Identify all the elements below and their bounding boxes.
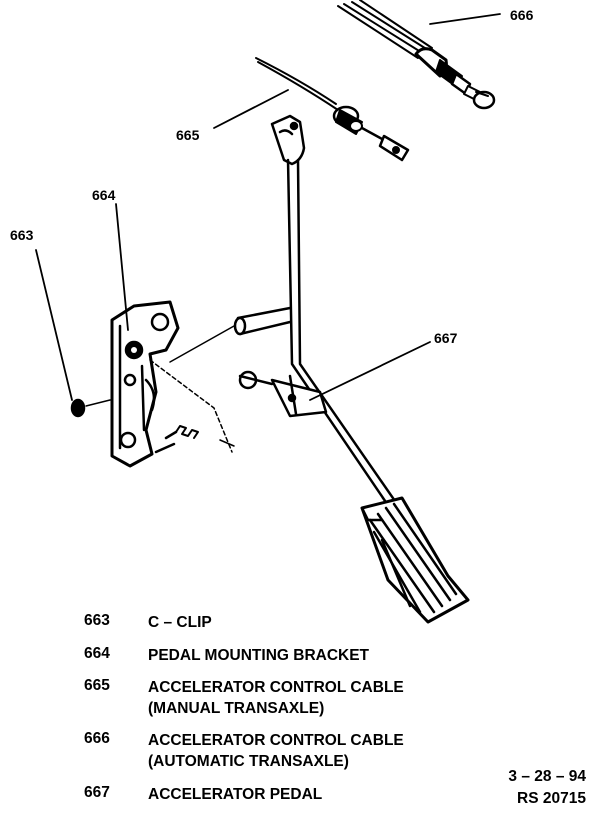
legend-description: ACCELERATOR CONTROL CABLE (AUTOMATIC TRA… (148, 732, 404, 770)
legend-item: 667 ACCELERATOR PEDAL (84, 784, 322, 805)
legend-item: 666 ACCELERATOR CONTROL CABLE (AUTOMATIC… (84, 730, 404, 772)
pedal-mounting-bracket-664 (110, 300, 235, 468)
cable-665-manual (255, 57, 410, 162)
legend-description: C – CLIP (148, 614, 212, 631)
legend-description: PEDAL MOUNTING BRACKET (148, 647, 370, 664)
c-clip-663 (70, 398, 111, 418)
legend-number: 667 (84, 784, 110, 801)
legend-item: 664 PEDAL MOUNTING BRACKET (84, 645, 369, 666)
callout-666: 666 (510, 7, 534, 23)
leader-lines (35, 13, 501, 401)
callout-664: 664 (92, 187, 116, 203)
legend-number: 665 (84, 677, 110, 694)
figure-date: 3 – 28 – 94 (508, 768, 586, 785)
figure-code: RS 20715 (517, 790, 586, 807)
cable-666-automatic (337, 0, 496, 110)
legend-number: 663 (84, 612, 110, 629)
callout-667: 667 (434, 330, 458, 346)
legend-number: 664 (84, 645, 110, 662)
callout-663: 663 (10, 227, 34, 243)
legend-description: ACCELERATOR CONTROL CABLE (MANUAL TRANSA… (148, 679, 404, 717)
legend-item: 665 ACCELERATOR CONTROL CABLE (MANUAL TR… (84, 677, 404, 719)
legend-number: 666 (84, 730, 110, 747)
legend-item: 663 C – CLIP (84, 612, 212, 633)
legend-description: ACCELERATOR PEDAL (148, 786, 323, 803)
accelerator-pedal-667 (233, 114, 470, 624)
callout-665: 665 (176, 127, 200, 143)
